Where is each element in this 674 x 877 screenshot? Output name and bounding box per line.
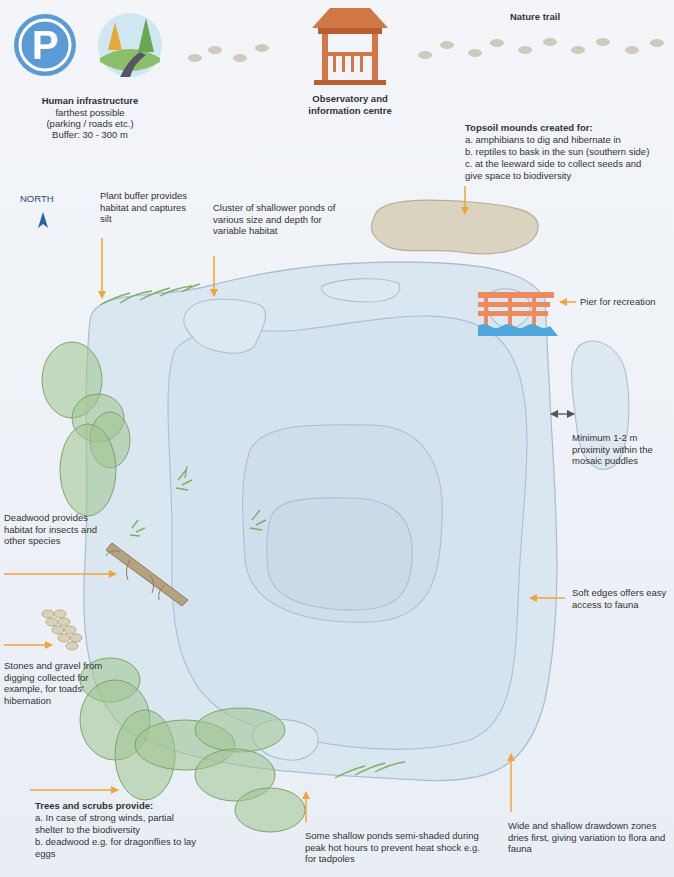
callout-heading: Trees and scrubs provide: xyxy=(35,800,235,812)
callout-text: Cluster of shallower ponds of various si… xyxy=(213,202,338,237)
icon-caption: Observatory and information centre xyxy=(290,93,410,116)
icon-caption: (parking / roads etc.) xyxy=(20,118,160,130)
callout-text: Deadwood provides habitat for insects an… xyxy=(4,512,112,547)
callout-text: b. reptiles to bask in the sun (southern… xyxy=(465,146,670,158)
icon-caption: farthest possible xyxy=(20,107,160,119)
compass-label: NORTH xyxy=(20,193,80,205)
parking-letter: P xyxy=(20,24,70,66)
trail-label: Nature trail xyxy=(490,11,580,23)
icon-caption: Human infrastructure xyxy=(20,95,160,107)
callout-heading: Topsoil mounds created for: xyxy=(465,122,665,134)
callout-text: b. deadwood e.g. for dragonflies to lay … xyxy=(35,836,200,859)
callout-text: Plant buffer provides habitat and captur… xyxy=(100,190,200,225)
callout-text: Pier for recreation xyxy=(580,296,670,308)
callout-text: a. In case of strong winds, partial shel… xyxy=(35,812,200,835)
callout-text: Stones and gravel from digging collected… xyxy=(4,660,104,706)
callout-text: Soft edges offers easy access to fauna xyxy=(572,587,670,610)
callout-text: c. at the leeward side to collect seeds … xyxy=(465,158,655,181)
callout-text: Wide and shallow drawdown zones dries fi… xyxy=(508,820,668,855)
callout-text: Minimum 1-2 m proximity within the mosai… xyxy=(572,432,670,467)
icon-caption: Buffer: 30 - 300 m xyxy=(20,129,160,141)
callout-text: Some shallow ponds semi-shaded during pe… xyxy=(305,830,485,865)
callout-text: a. amphibians to dig and hibernate in xyxy=(465,134,665,146)
